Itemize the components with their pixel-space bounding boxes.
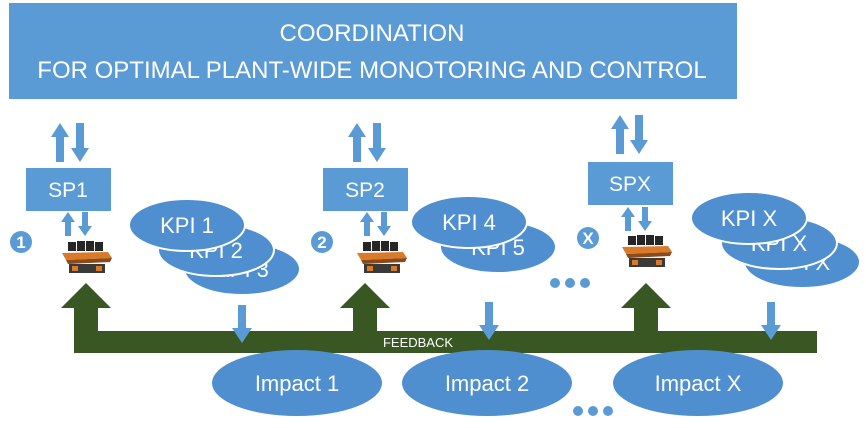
impact-label: Impact X <box>655 371 742 396</box>
impact-ellipse <box>613 350 783 416</box>
control-console-icon <box>357 241 407 273</box>
spx-console-arrows <box>621 207 652 231</box>
kpi-ellipse <box>410 195 528 249</box>
sp2-console-arrows <box>360 212 391 236</box>
impact-ellipse <box>212 350 382 416</box>
sp2-label: SP2 <box>345 179 385 202</box>
kpi-ellipse <box>128 198 246 252</box>
banner-title-line2: FOR OPTIMAL PLANT-WIDE MONOTORING AND CO… <box>37 57 706 84</box>
sp2-updown-arrows <box>348 123 386 162</box>
feedback-bar <box>61 283 817 353</box>
kpi-label: KPI 4 <box>442 210 496 235</box>
sp2-box <box>323 168 408 211</box>
sp1-box <box>26 168 111 211</box>
control-console-icon <box>62 241 112 273</box>
sp1-label: SP1 <box>48 179 88 202</box>
coordination-banner <box>9 3 737 99</box>
spx-updown-arrows <box>611 115 648 154</box>
control-console-icon <box>622 235 672 267</box>
sp1-console-arrows <box>61 212 92 236</box>
badge-x <box>577 227 599 249</box>
badge-2 <box>311 231 333 253</box>
feedback-label: FEEDBACK <box>383 335 453 350</box>
badge-1 <box>10 231 32 253</box>
badge-1-label: 1 <box>16 233 25 252</box>
ellipsis-icon <box>573 406 613 416</box>
kpi-label: KPI X <box>721 206 778 231</box>
spx-label: SPX <box>609 173 651 196</box>
badge-x-label: X <box>582 229 594 248</box>
ellipsis-icon <box>550 278 590 288</box>
kpi-down-arrows <box>232 302 781 343</box>
spx-box <box>588 162 673 205</box>
impact-ellipse <box>402 350 572 416</box>
impact-label: Impact 2 <box>445 371 529 396</box>
impact-label: Impact 1 <box>255 371 339 396</box>
banner-title-line1: COORDINATION <box>280 20 465 47</box>
kpi-ellipse <box>690 191 808 245</box>
kpi-label: KPI 1 <box>160 213 214 238</box>
sp1-updown-arrows <box>51 123 89 162</box>
badge-2-label: 2 <box>317 233 326 252</box>
